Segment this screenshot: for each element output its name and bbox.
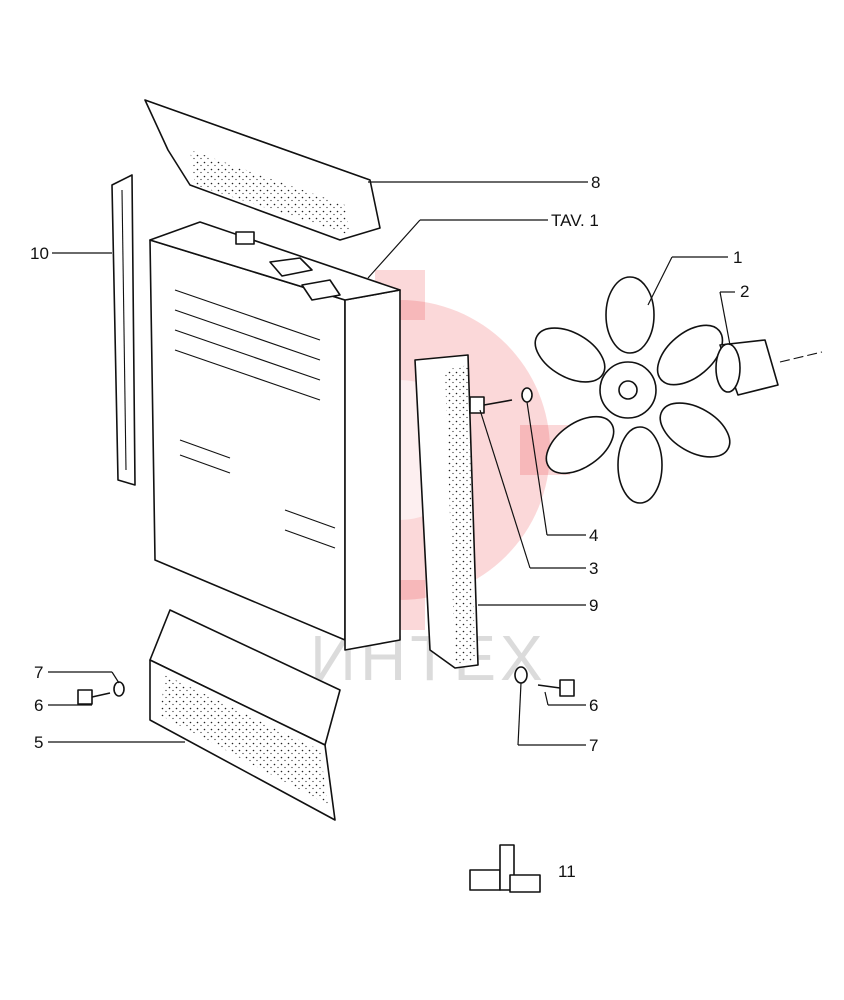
- callout-5: 5: [34, 733, 43, 752]
- callout-3: 3: [589, 559, 598, 578]
- callout-6-right: 6: [589, 696, 598, 715]
- washer-part-4: [521, 387, 533, 403]
- radiator-core: [149, 221, 401, 651]
- left-side-strip-part-10: [111, 174, 136, 486]
- sealant-kit-part-11: [469, 844, 541, 893]
- callout-8: 8: [591, 173, 600, 192]
- callout-4: 4: [589, 526, 598, 545]
- callout-2: 2: [740, 282, 749, 301]
- leader-lines: [48, 181, 735, 746]
- right-side-plate-part-9: [414, 354, 479, 669]
- callout-7-right: 7: [589, 736, 598, 755]
- callout-11: 11: [558, 862, 576, 881]
- fan-part-1: [534, 276, 731, 504]
- bolt-part-6-left: [77, 689, 111, 705]
- callout-9: 9: [589, 596, 598, 615]
- callout-tav-1: TAV. 1: [551, 211, 599, 230]
- callout-7-left: 7: [34, 663, 43, 682]
- washer-part-7-right: [514, 666, 528, 684]
- top-bracket-part-8: [144, 99, 381, 241]
- washer-part-7-left: [113, 681, 125, 697]
- bolt-part-3: [469, 396, 513, 414]
- bolt-part-6-right: [537, 679, 575, 697]
- spacer-hub-part-2: [715, 339, 823, 396]
- callout-6-left: 6: [34, 696, 43, 715]
- bottom-shroud-part-5: [149, 609, 341, 821]
- callout-10: 10: [30, 244, 49, 263]
- callout-1: 1: [733, 248, 742, 267]
